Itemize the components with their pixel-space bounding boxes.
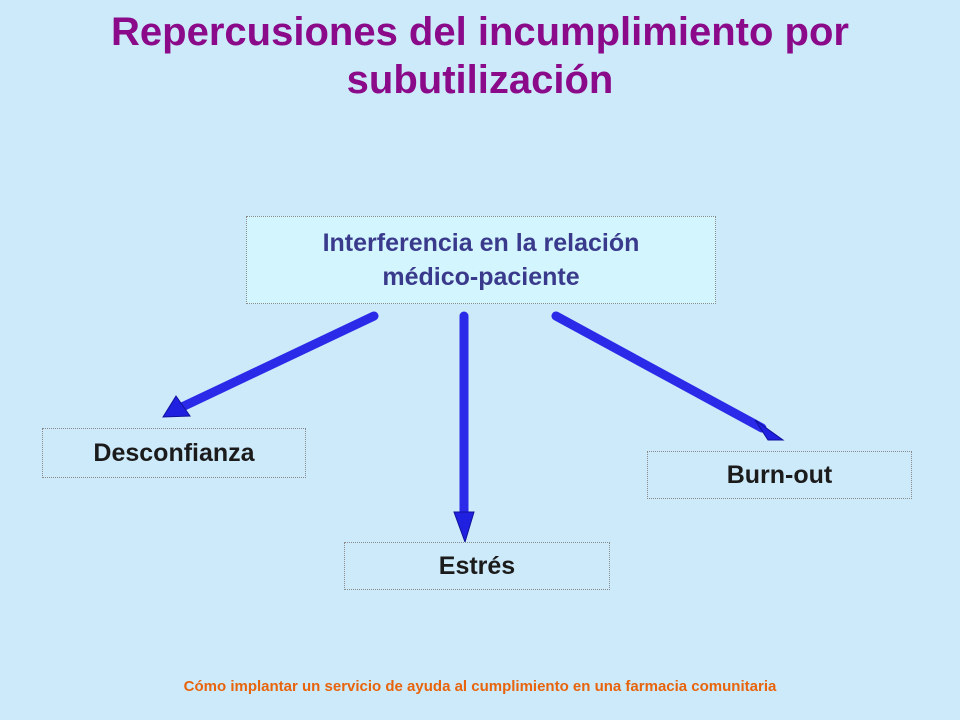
outcome-label-estres: Estrés: [438, 551, 516, 580]
arrow-to-burnout: [551, 311, 785, 441]
central-concept-label: Interferencia en la relación médico-paci…: [322, 229, 640, 291]
slide-title: Repercusiones del incumplimiento por sub…: [111, 10, 849, 102]
outcome-label-desconfianza: Desconfianza: [93, 438, 255, 467]
arrow-to-desconfianza: [162, 311, 379, 418]
outcome-box-burnout: Burn-out: [647, 451, 912, 499]
arrow-to-estres: [453, 311, 475, 544]
outcome-label-burnout: Burn-out: [726, 460, 833, 489]
outcome-box-desconfianza: Desconfianza: [42, 428, 306, 478]
slide-footer: Cómo implantar un servicio de ayuda al c…: [183, 678, 777, 695]
outcome-box-estres: Estrés: [344, 542, 610, 590]
central-concept-box: Interferencia en la relación médico-paci…: [246, 216, 716, 304]
